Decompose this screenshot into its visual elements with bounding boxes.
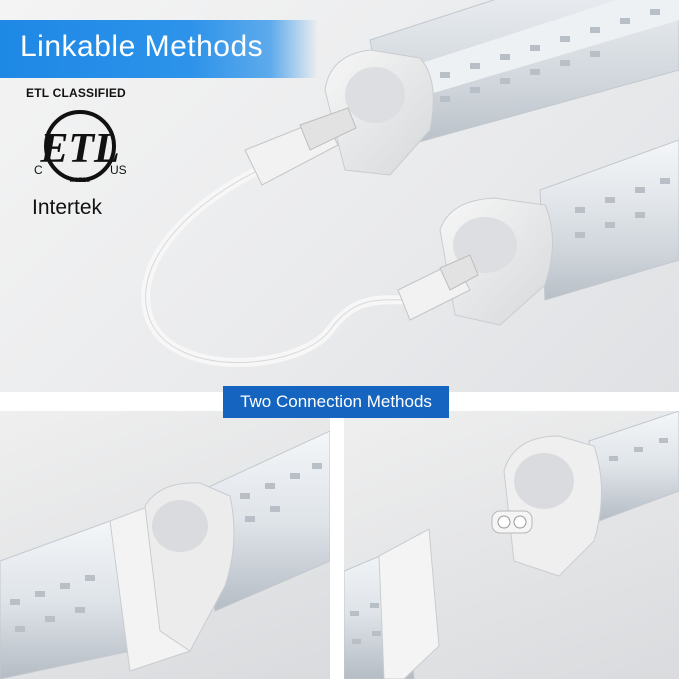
upper-tube [369, 0, 679, 151]
page-title: Linkable Methods [20, 30, 264, 63]
title-banner: Linkable Methods [0, 20, 318, 78]
lower-plug [397, 254, 479, 321]
etl-logo-c: C [34, 163, 43, 177]
etl-logo-letters: ETL [39, 126, 119, 172]
upper-plug [244, 107, 357, 186]
upper-end-cap [324, 49, 434, 176]
direct-connection-illustration [0, 430, 330, 679]
connector-cap-illustration [344, 411, 679, 679]
etl-logo-us: US [110, 163, 127, 177]
lower-tube [539, 139, 679, 301]
bottom-right-photo-panel [344, 411, 679, 679]
etl-listed-mark-icon: ETL C US LISTED [30, 104, 130, 194]
intertek-label: Intertek [32, 196, 103, 219]
top-photo-panel: Linkable Methods ETL CLASSIFIED ETL C US… [0, 0, 679, 392]
led-tubes-cable-illustration [145, 0, 679, 363]
bottom-left-photo-panel [0, 411, 330, 679]
etl-logo-listed: LISTED [69, 178, 91, 184]
connector-pins [491, 510, 533, 534]
etl-certification: ETL CLASSIFIED ETL C US LISTED Intertek [20, 86, 140, 226]
etl-classified-label: ETL CLASSIFIED [26, 86, 126, 100]
subtitle-banner: Two Connection Methods [223, 386, 449, 418]
